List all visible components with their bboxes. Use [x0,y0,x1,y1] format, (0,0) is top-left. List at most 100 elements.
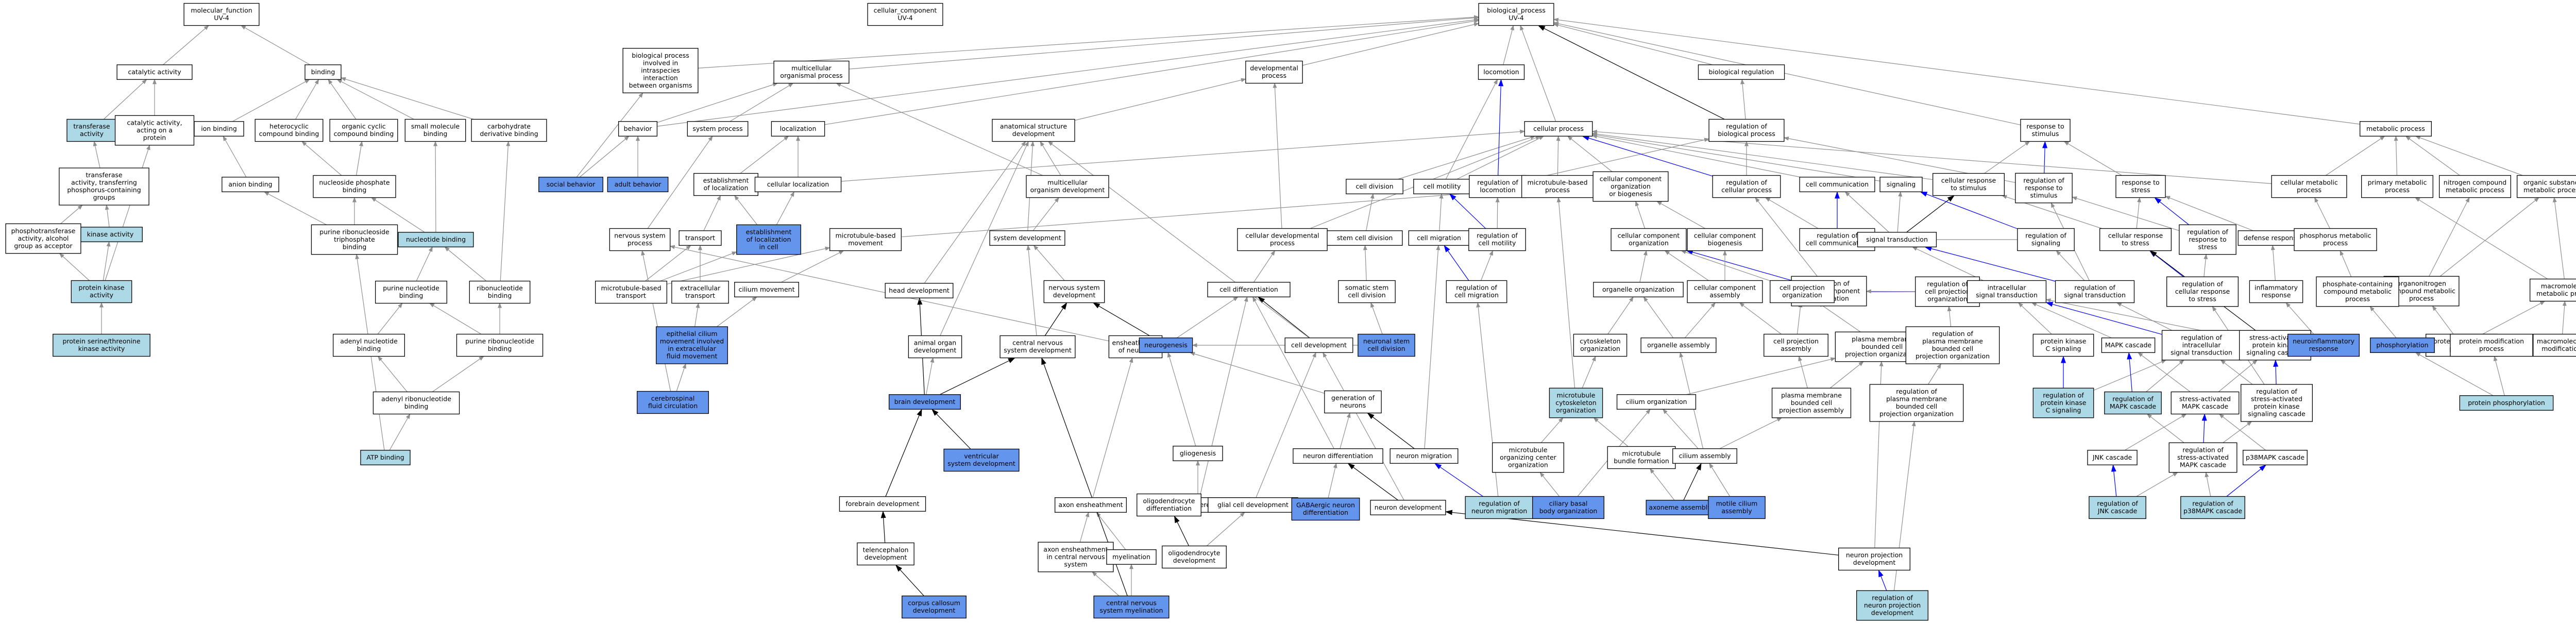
go-term-label: regulation of [1932,330,1973,338]
edge-cilium-movement-to-microtubule-based-movement [781,250,844,283]
go-term-label: binding [399,292,423,299]
go-term-label: macromolecule [2537,338,2576,345]
go-term-label: process [2479,345,2504,352]
edge-neurogenesis-to-cell-differentiation [1176,296,1239,339]
go-term-box [538,177,603,192]
go-term-label: glial cell development [1217,501,1289,509]
edge-regulation-of-cellular-response-to-stress-to-regulation-of-response-to-stress [2204,254,2208,277]
go-term-label: microtubule [1509,446,1548,453]
go-term-label: locomotion [1483,68,1519,76]
go-term-label: regulation of [1817,232,1858,240]
go-term-label: MAPK cascade [2182,402,2229,410]
edge-axon-ensheathment-to-ensheathment-of-neurons [1092,357,1133,498]
edge-neuron-differentiation-to-cell-differentiation [1252,296,1334,449]
edge-binding-to-molecular-function [240,25,311,65]
go-term-label: MAPK cascade [2110,402,2157,410]
go-term-box [902,595,967,619]
edge-neuron-differentiation-to-generation-of-neurons [1340,412,1351,449]
edge-transferase-activity-to-catalytic-activity [103,79,147,120]
go-term-label: between organisms [629,81,692,89]
edge-regulation-of-cellular-process-to-cellular-process [1582,136,1713,177]
go-term-box [1932,173,2005,196]
go-term-label: regulation of [2023,176,2064,184]
edge-regulation-of-jnk-cascade-to-regulation-of-stress-activated-mapk-cascade [2136,472,2178,497]
go-term-label: establishment [703,177,749,184]
go-term-jnk-cascade: JNK cascade [2087,450,2138,465]
go-term-box [1465,496,1534,519]
edge-regulation-of-mapk-cascade-to-regulation-of-intracellular-signal-transduction [2146,360,2184,392]
go-term-adult-behavior: adult behavior [607,177,669,192]
go-term-label: system development [1004,346,1072,354]
go-term-label: binding [343,186,367,194]
go-term-macromolecule-metabolic-process: macromoleculemetabolic process [2529,278,2576,302]
edge-cell-development-to-anatomical-structure-development [1047,141,1310,339]
edge-nervous-system-process-to-system-process [647,136,713,229]
go-term-box [2104,391,2162,415]
edge-neuroinflammatory-response-to-inflammatory-response [2285,302,2314,334]
go-term-box [2032,387,2094,418]
go-term-label: to stress [2189,295,2216,302]
go-term-label: bounded cell [1791,399,1832,407]
edge-regulation-of-cellular-component-organization-to-regulation-of-cellular-process [1755,197,1818,277]
go-term-box [1346,179,1403,194]
edge-macromolecule-metabolic-process-to-primary-metabolic-process [2415,197,2548,280]
edge-regulation-of-biological-process-to-biological-regulation [1740,79,1746,120]
go-term-box [1879,177,1923,192]
go-term-label: animal organ [914,339,956,347]
go-term-label: plasma membrane [1781,391,1842,399]
go-term-label: kinase activity [87,230,134,238]
edge-signal-transduction-to-cell-communication [1844,191,1889,233]
go-term-label: macromolecule [2541,282,2576,290]
go-term-box [1327,230,1403,246]
go-term-label: molecular_function [191,7,252,14]
go-term-label: cell motility [1479,239,1517,247]
go-term-box [595,280,668,304]
go-term-label: neuron migration [1396,452,1452,460]
edge-neuron-development-to-neuron-differentiation [1347,463,1398,501]
go-term-label: regulation of [2256,387,2297,395]
go-term-box [375,280,448,304]
edge-transport-to-establishment-of-localization [703,195,721,231]
go-term-box [2166,276,2239,307]
go-term-box [992,119,1075,142]
go-term-box [1869,384,1964,422]
go-term-box [999,335,1076,359]
go-term-box [1698,64,1785,80]
go-term-box [304,64,342,80]
go-term-label: signaling [1887,180,1916,188]
go-term-label: corpus callosum [908,599,960,607]
go-term-box [857,542,914,566]
go-term-p38mapk-cascade: p38MAPK cascade [2243,450,2308,465]
go-term-box [1338,280,1396,303]
go-term-box [2179,224,2236,255]
edge-organelle-assembly-to-organelle-organization [1643,296,1674,339]
go-term-label: system process [692,125,742,132]
edge-cilium-organization-to-plasma-membrane-bounded-cell-projection-organization [1686,357,1836,395]
go-term-label: epithelial cilium [666,330,717,338]
edge-nucleotide-binding-to-nucleoside-phosphate-binding [371,197,425,233]
go-term-label: interaction [643,74,678,81]
edge-neuron-migration-to-generation-of-neurons [1367,412,1415,449]
go-term-label: neurons [1340,401,1366,409]
go-term-cellular-localization: cellular localization [754,177,842,192]
go-term-label: neuron projection [1864,601,1921,609]
edge-stress-activated-mapk-cascade-to-stress-activated-protein-kinase-signaling-cascade [2218,360,2258,392]
go-term-label: development [914,346,957,354]
go-term-label: transferase [86,171,123,179]
go-term-label: phosphate-containing [2323,280,2393,288]
edge-behavior-to-multicellular-organismal-process [657,82,778,123]
go-term-label: binding [404,402,429,410]
go-term-box [1173,446,1223,461]
